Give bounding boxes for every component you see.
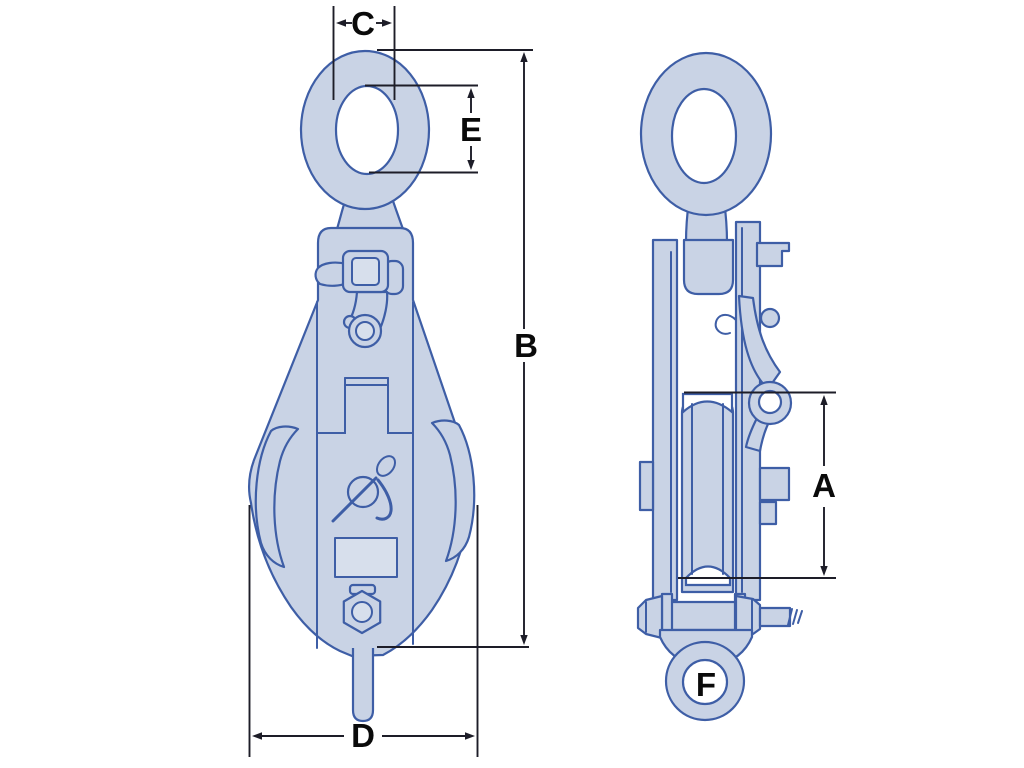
side-right-tab (758, 500, 778, 526)
front-cotter-pin (331, 455, 396, 523)
dimensions: C E B D (248, 5, 836, 757)
side-bolt-boss (759, 307, 781, 329)
dimension-label-e: E (460, 111, 482, 148)
side-shank (682, 238, 735, 296)
side-thread-marks (787, 608, 803, 626)
dimension-label-f: F (696, 666, 716, 703)
dimension-A: A (678, 391, 836, 579)
side-keeper-spring (714, 314, 737, 335)
front-nameplate (334, 537, 398, 578)
side-eye-hole (670, 87, 738, 185)
side-thread-stub (758, 606, 792, 628)
side-latch-arm-lower (744, 416, 771, 453)
front-stem (351, 648, 375, 723)
side-bottom-eye-hole (681, 658, 729, 706)
side-right-bracket (758, 466, 791, 502)
dimension-B: B (377, 49, 538, 648)
side-plate-left (651, 238, 679, 602)
dimension-D: D (248, 505, 479, 757)
side-hex-head (636, 594, 664, 640)
side-view (636, 51, 803, 722)
front-hex-nut (342, 583, 382, 635)
dimension-C: C (332, 5, 396, 100)
side-top-bracket (755, 241, 791, 268)
dimension-label-c: C (351, 5, 375, 42)
front-latch-handle (314, 261, 349, 287)
front-becket-cutout (316, 377, 414, 434)
side-sheave (680, 392, 735, 594)
front-latch-pivot-hole (355, 321, 375, 341)
side-left-tab (638, 460, 655, 512)
front-eye-hole (334, 84, 400, 176)
front-crescent-right (430, 419, 476, 563)
side-bolt-shaft (666, 600, 740, 632)
front-crescent-left (254, 425, 300, 569)
dimension-label-a: A (812, 467, 836, 504)
front-latch-square-inner (351, 257, 380, 286)
dimension-E: E (365, 84, 482, 174)
dimension-label-d: D (351, 717, 375, 754)
side-latch-ring-hole (757, 389, 783, 415)
dimension-label-b: B (514, 327, 538, 364)
front-view (247, 49, 476, 723)
